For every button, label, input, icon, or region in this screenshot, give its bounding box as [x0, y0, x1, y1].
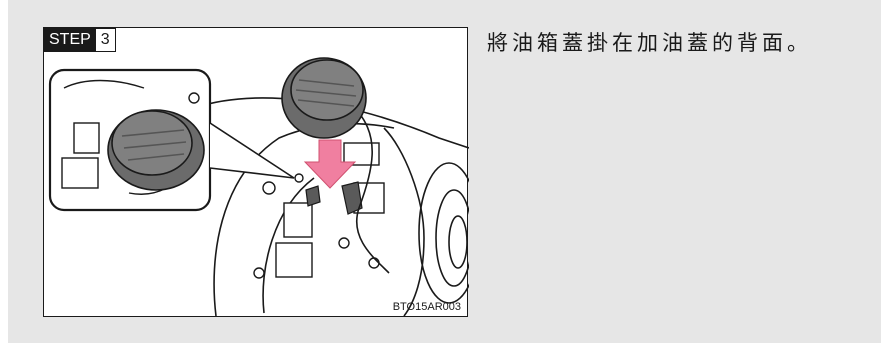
figure-code: BTO15AR003: [392, 301, 461, 313]
instruction-panel: STEP 3 BTO15AR003 將油箱蓋掛在加油蓋的背面。: [8, 0, 881, 343]
instruction-text: 將油箱蓋掛在加油蓋的背面。: [487, 31, 812, 55]
down-arrow-icon: [303, 139, 357, 189]
fuel-cap-illustration: [48, 57, 469, 317]
step-illustration: STEP 3 BTO15AR003: [43, 27, 469, 317]
step-number: 3: [95, 28, 116, 52]
step-label: STEP: [44, 28, 96, 52]
step-badge: STEP 3: [44, 28, 116, 52]
